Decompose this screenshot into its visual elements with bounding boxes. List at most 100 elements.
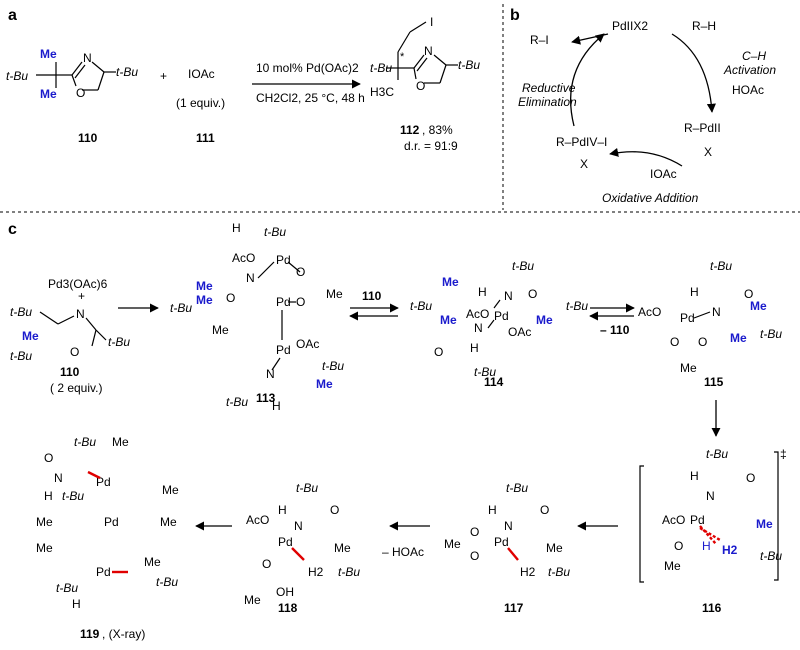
cycle-pdx2: PdIIX2 (612, 19, 648, 33)
svg-text:Pd: Pd (680, 311, 695, 325)
svg-text:t-Bu: t-Bu (170, 301, 192, 315)
label-119: 119 (80, 627, 100, 641)
svg-text:O: O (416, 79, 425, 93)
cycle-ri: R–I (530, 33, 549, 47)
svg-text:AcO: AcO (232, 251, 255, 265)
svg-text:Me: Me (326, 287, 343, 301)
svg-text:t-Bu: t-Bu (226, 395, 248, 409)
svg-text:t-Bu: t-Bu (506, 481, 528, 495)
svg-text:O: O (674, 539, 683, 553)
plus-c: + (78, 289, 85, 303)
svg-text:t-Bu: t-Bu (760, 549, 782, 563)
svg-text:H: H (232, 221, 241, 235)
svg-text:N: N (83, 51, 92, 65)
svg-text:Pd: Pd (494, 309, 509, 323)
svg-text:N: N (504, 519, 513, 533)
svg-text:H: H (478, 285, 487, 299)
svg-text:Me: Me (316, 377, 333, 391)
cycle-pd2: R–PdII (684, 121, 721, 135)
yield-112: , 83% (422, 123, 453, 137)
svg-text:Me: Me (196, 293, 213, 307)
label-117: 117 (504, 601, 524, 615)
svg-text:AcO: AcO (246, 513, 269, 527)
svg-text:Me: Me (40, 87, 57, 101)
svg-text:Me: Me (730, 331, 747, 345)
svg-text:Me: Me (112, 435, 129, 449)
svg-text:O: O (528, 287, 537, 301)
panel-label-a: a (8, 7, 17, 24)
complex-113: H t-Bu AcO Pd N O Me Me t-Bu Me Pd O O M… (170, 221, 344, 413)
cycle-re-2: Elimination (518, 95, 577, 109)
panel-label-c: c (8, 221, 17, 238)
svg-text:O: O (296, 265, 305, 279)
svg-text:H: H (702, 539, 711, 553)
svg-text:Me: Me (440, 313, 457, 327)
svg-text:N: N (294, 519, 303, 533)
svg-text:H: H (690, 469, 699, 483)
cycle-ch-1: C–H (742, 49, 766, 63)
svg-text:Me: Me (546, 541, 563, 555)
complex-114: t-Bu H O Me Me t-Bu AcO Pd N OAc N Me t-… (410, 259, 588, 379)
svg-text:t-Bu: t-Bu (566, 299, 588, 313)
svg-text:N: N (424, 44, 433, 58)
svg-text:O: O (540, 503, 549, 517)
conditions-bottom: CH2Cl2, 25 °C, 48 h (256, 91, 365, 105)
svg-text:Pd: Pd (276, 295, 291, 309)
cycle-oa: Oxidative Addition (602, 191, 699, 205)
substrate-110-c: t-Bu Me t-Bu N O t-Bu (10, 305, 130, 363)
svg-text:Me: Me (756, 517, 773, 531)
ts-116: ‡ t-Bu H O N AcO Pd Me H H2 t-Bu O Me (639, 447, 787, 583)
svg-text:Me: Me (664, 559, 681, 573)
svg-text:H: H (72, 597, 81, 611)
svg-text:I: I (430, 15, 433, 29)
svg-text:Pd: Pd (494, 535, 509, 549)
svg-text:H: H (272, 399, 281, 413)
svg-text:O: O (434, 345, 443, 359)
label-112: 112 (400, 123, 420, 137)
svg-text:Pd: Pd (104, 515, 119, 529)
reagent-ioac: IOAc (188, 67, 215, 81)
complex-118: t-Bu H O AcO N Pd Me H2 t-Bu O OH Me (244, 481, 360, 607)
dr-112: d.r. = 91:9 (404, 139, 458, 153)
eq-110: 110 (362, 289, 382, 303)
minus-hoac: – HOAc (382, 545, 424, 559)
svg-text:O: O (44, 451, 53, 465)
svg-text:H3C: H3C (370, 85, 394, 99)
svg-text:O: O (330, 503, 339, 517)
svg-text:Pd: Pd (276, 343, 291, 357)
label-118: 118 (278, 601, 298, 615)
svg-text:N: N (76, 307, 85, 321)
svg-text:O: O (470, 549, 479, 563)
svg-text:Me: Me (750, 299, 767, 313)
svg-text:Pd: Pd (276, 253, 291, 267)
svg-text:t-Bu: t-Bu (410, 299, 432, 313)
svg-text:Me: Me (244, 593, 261, 607)
cycle-pd4-x: X (580, 157, 588, 171)
svg-text:t-Bu: t-Bu (710, 259, 732, 273)
cycle-ch-2: Activation (723, 63, 776, 77)
svg-text:N: N (504, 289, 513, 303)
svg-text:Me: Me (36, 515, 53, 529)
svg-text:Me: Me (212, 323, 229, 337)
cycle-rh: R–H (692, 19, 716, 33)
svg-text:t-Bu: t-Bu (10, 349, 32, 363)
product-112: I t-Bu * H3C N O t-Bu (370, 15, 480, 99)
svg-text:H: H (488, 503, 497, 517)
svg-text:H: H (470, 341, 479, 355)
svg-text:Me: Me (196, 279, 213, 293)
svg-text:H2: H2 (308, 565, 324, 579)
svg-text:t-Bu: t-Bu (548, 565, 570, 579)
svg-text:t-Bu: t-Bu (6, 69, 28, 83)
svg-text:Me: Me (160, 515, 177, 529)
complex-115: t-Bu H O AcO Pd N Me Me t-Bu O O Me (638, 259, 782, 375)
svg-text:t-Bu: t-Bu (322, 359, 344, 373)
svg-text:t-Bu: t-Bu (74, 435, 96, 449)
svg-text:Me: Me (444, 537, 461, 551)
svg-text:O: O (76, 86, 85, 100)
cycle-ioac: IOAc (650, 167, 677, 181)
label-115: 115 (704, 375, 724, 389)
svg-text:H2: H2 (722, 543, 738, 557)
label-110-c: 110 (60, 365, 80, 379)
cycle-hoac: HOAc (732, 83, 764, 97)
